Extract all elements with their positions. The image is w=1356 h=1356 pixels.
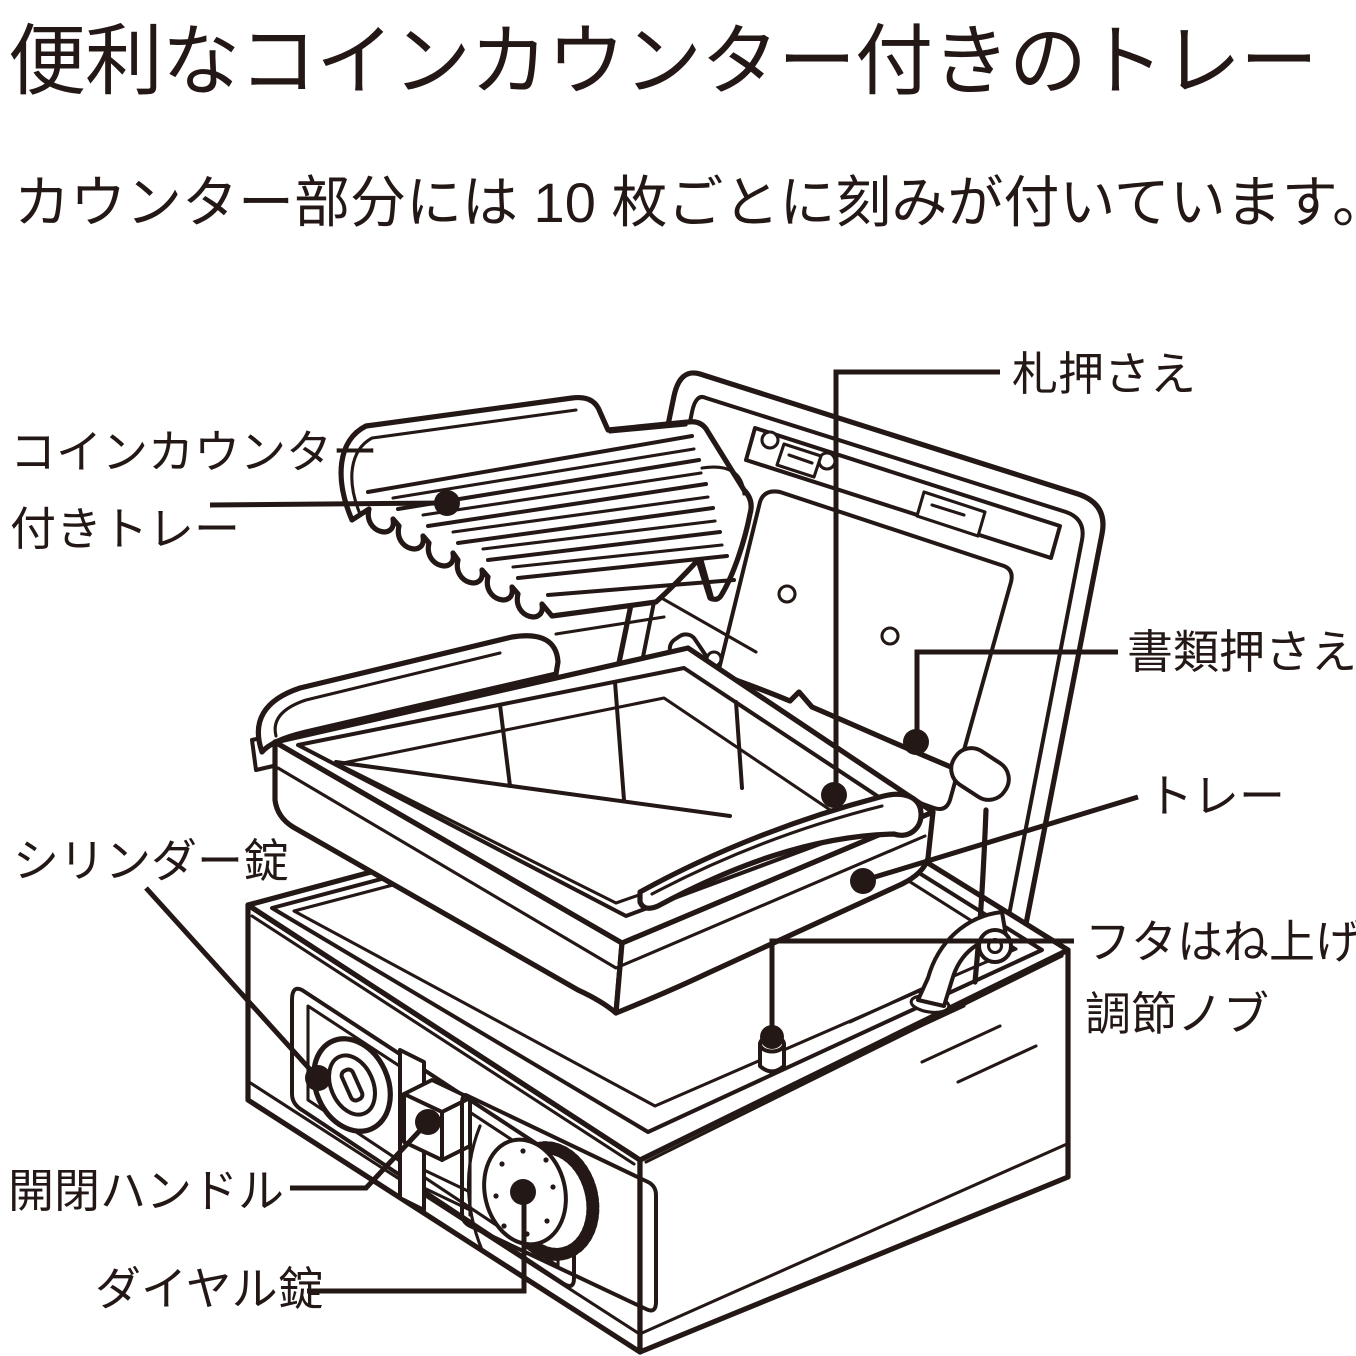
panel-hole (880, 626, 900, 646)
leader-tray (864, 794, 1139, 883)
plate-clip (915, 490, 987, 538)
leader-bill-press (833, 369, 1000, 795)
label-tray: トレー (1147, 770, 1285, 822)
coin-tray-front-band (554, 615, 666, 636)
leader-cylinder-lock (144, 886, 318, 1078)
coin-tray-ledge (600, 412, 688, 434)
leader-coin-tray (209, 500, 446, 508)
tray-face-seam (276, 766, 927, 970)
label-coin-tray-line1: コインカウンター (10, 426, 378, 478)
plate-hole (760, 430, 780, 450)
label-coin-tray-line2: 付きトレー (10, 503, 240, 555)
dial-panel (460, 1093, 658, 1313)
label-handle: 開閉ハンドル (8, 1165, 284, 1217)
box-lip-line (247, 1080, 640, 1335)
box-lip-line (644, 954, 1064, 1164)
leader-dial-lock (307, 1198, 527, 1294)
dial-recess-arc (466, 1124, 484, 1252)
leader-lid-knob (769, 938, 1074, 1033)
page-subtitle: カウンター部分には 10 枚ごとに刻みが付いています。 (14, 171, 1356, 234)
panel-hole (777, 584, 797, 604)
coin-counter-tray (338, 394, 754, 636)
label-lid-knob-line1: フタはね上げ (1085, 916, 1356, 968)
tray-divider-cross (613, 680, 626, 802)
dot-cylinder-lock (305, 1065, 331, 1091)
box-lip-line (250, 914, 636, 1166)
dot-coin-tray (434, 490, 460, 516)
label-lid-knob-line2: 調節ノブ (1085, 988, 1269, 1040)
coin-tray-wing-inner (700, 465, 746, 598)
main-tray (250, 633, 936, 1016)
tray-front-handle (637, 791, 924, 911)
wire-elbow (949, 746, 1011, 802)
wire-drop (972, 807, 989, 985)
label-cylinder-lock: シリンダー錠 (13, 835, 289, 887)
dot-bill-press (821, 782, 847, 808)
dot-dial-lock (510, 1179, 536, 1205)
box-lip-line (640, 1142, 1069, 1335)
leader-lines (144, 369, 1139, 1294)
lid-recessed-panel (705, 489, 1014, 811)
tray-front-handle-inner (650, 804, 884, 896)
leader-handle (290, 1122, 428, 1191)
dot-tray (850, 868, 876, 894)
tray-divider-cross (498, 703, 512, 788)
dot-document-press (903, 729, 929, 755)
label-document-press: 書類押さえ (1127, 626, 1356, 678)
tray-left-face (272, 739, 625, 1016)
label-dial-lock: ダイヤル錠 (95, 1263, 324, 1315)
dot-handle (415, 1109, 441, 1135)
dot-lid-knob (760, 1025, 784, 1049)
page-title: 便利なコインカウンター付きのトレー (8, 17, 1317, 105)
tray-divider-long (334, 760, 732, 818)
keyhole-slot (339, 1067, 365, 1103)
label-bill-press: 札押さえ (1012, 348, 1196, 400)
plate-clip (775, 442, 823, 479)
leader-document-press (914, 649, 1118, 740)
tray-divider-cross (734, 700, 744, 790)
tray-handle-hump-inner (273, 651, 502, 738)
cylinder-lock (311, 1036, 393, 1134)
